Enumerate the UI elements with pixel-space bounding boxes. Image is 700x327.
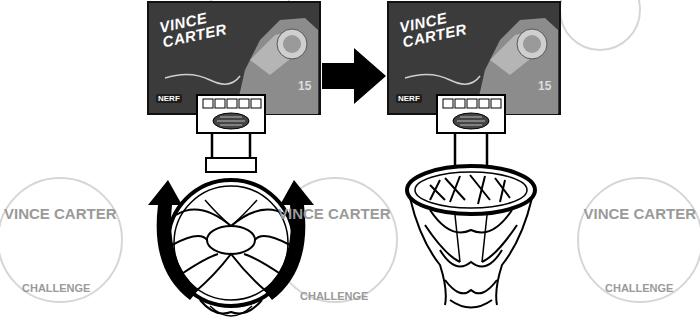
watermark-seal	[0, 0, 700, 302]
brand-logo: NERF	[156, 94, 182, 103]
watermark-text: VINCE CARTER	[4, 205, 117, 222]
brand-logo: NERF	[396, 94, 422, 103]
watermark-text: CHALLENGE	[605, 282, 673, 294]
open-hoop	[407, 133, 535, 308]
rim-display-left	[197, 95, 265, 133]
player-name: VINCE CARTER	[398, 5, 473, 49]
step-arrow	[322, 48, 386, 104]
player-name: VINCE CARTER	[158, 5, 233, 49]
backboard: VINCE CARTER NERF 15	[388, 2, 560, 114]
watermark-text: VINCE CARTER	[583, 205, 696, 222]
watermark-text: VINCE CARTER	[278, 205, 391, 222]
backboard: VINCE CARTER NERF 15	[148, 2, 320, 114]
rim-display-right	[437, 95, 505, 133]
jersey-number: 15	[538, 80, 551, 93]
watermark-text: CHALLENGE	[22, 282, 90, 294]
watermark-text: CHALLENGE	[300, 290, 368, 302]
jersey-number: 15	[298, 80, 311, 93]
rotate-arrow	[148, 180, 314, 300]
